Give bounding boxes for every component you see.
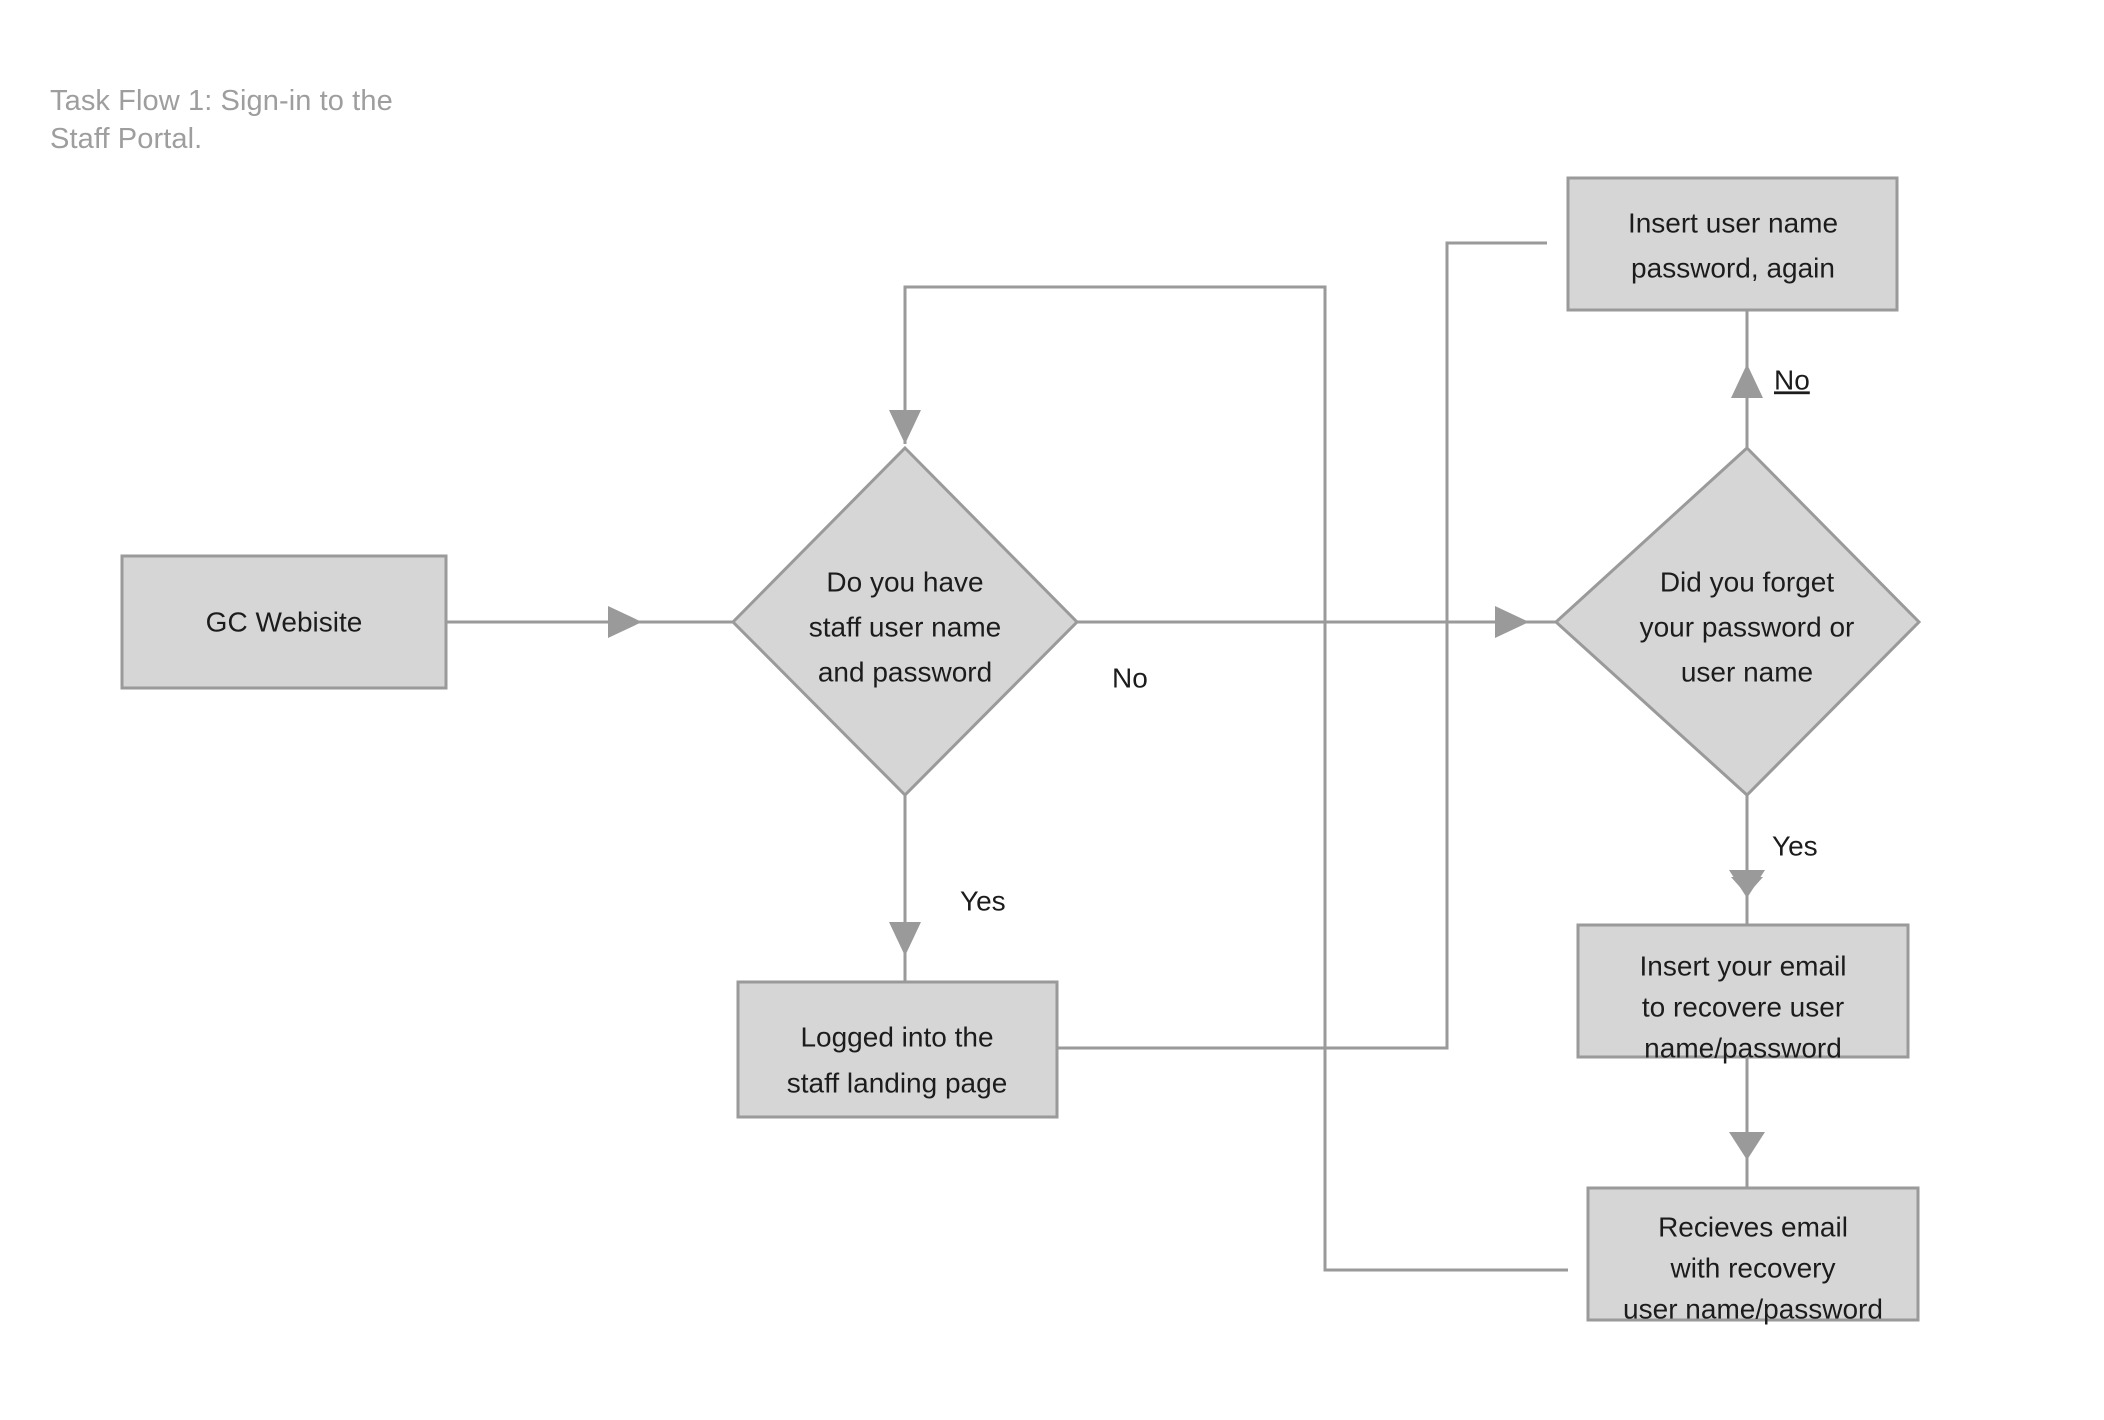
edge-forgot-yes-to-insert-email	[1729, 795, 1765, 925]
node-logged-in[interactable]: Logged into the staff landing page	[736, 980, 1059, 1119]
node-insert-again[interactable]: Insert user name password, again	[1566, 176, 1899, 312]
node-forgot-line-1: your password or	[1640, 611, 1855, 642]
node-forgot-line-0: Did you forget	[1660, 566, 1835, 597]
node-logged-in-line-1: staff landing page	[787, 1067, 1008, 1098]
node-have-credentials-line-0: Do you have	[826, 566, 983, 597]
edge-decision-no-to-forgot	[1077, 606, 1556, 638]
edge-label-forgot-yes: Yes	[1772, 830, 1818, 861]
edge-insert-email-to-recieves-email	[1729, 1057, 1765, 1188]
edge-recieves-email-to-decision	[889, 285, 1568, 1272]
node-forgot[interactable]: Did you forget your password or user nam…	[1553, 445, 1922, 798]
edge-decision-yes-to-logged-in	[889, 795, 921, 982]
node-have-credentials[interactable]: Do you have staff user name and password	[730, 445, 1080, 798]
edge-insert-again-to-forgot	[1731, 310, 1763, 448]
node-insert-again-line-1: password, again	[1631, 252, 1835, 283]
diagram-title: Task Flow 1: Sign-in to the Staff Portal…	[50, 85, 393, 156]
node-gc-website-line-0: GC Webisite	[206, 606, 363, 637]
node-recieves-email-line-0: Recieves email	[1658, 1211, 1848, 1242]
edge-label-decision-no: No	[1112, 662, 1148, 693]
node-insert-email[interactable]: Insert your email to recovere user name/…	[1576, 923, 1910, 1063]
node-have-credentials-line-2: and password	[818, 656, 992, 687]
node-logged-in-line-0: Logged into the	[800, 1021, 993, 1052]
node-recieves-email-line-2: user name/password	[1623, 1293, 1883, 1324]
edge-label-decision-yes: Yes	[960, 885, 1006, 916]
node-forgot-line-2: user name	[1681, 656, 1813, 687]
edge-website-to-decision	[446, 606, 733, 638]
node-insert-email-line-2: name/password	[1644, 1032, 1842, 1063]
edge-logged-in-to-insert-again	[1057, 241, 1547, 1050]
node-insert-again-line-0: Insert user name	[1628, 207, 1838, 238]
node-gc-website[interactable]: GC Webisite	[120, 554, 448, 690]
edge-label-forgot-no: No	[1774, 364, 1810, 395]
node-insert-email-line-0: Insert your email	[1640, 950, 1847, 981]
node-recieves-email[interactable]: Recieves email with recovery user name/p…	[1586, 1186, 1920, 1324]
node-insert-email-line-1: to recovere user	[1642, 991, 1844, 1022]
node-recieves-email-line-1: with recovery	[1670, 1252, 1836, 1283]
node-have-credentials-line-1: staff user name	[809, 611, 1001, 642]
